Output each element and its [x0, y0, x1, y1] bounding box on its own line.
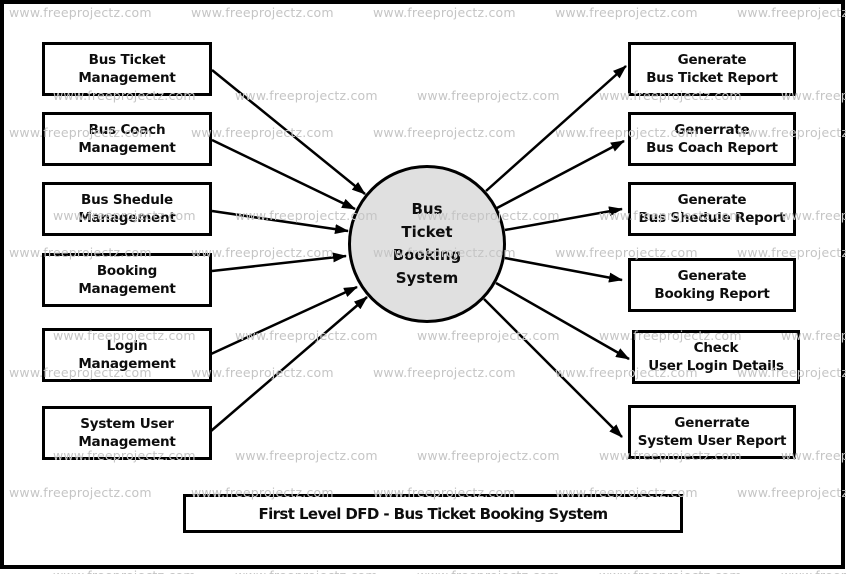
flow-arrow-bus-shedule-to-process	[211, 209, 349, 235]
entity-box-bus-ticket-management: Bus Ticket Management	[42, 42, 212, 96]
flow-arrow-process-to-bus-shedule-report	[504, 206, 623, 232]
entity-box-generrate-system-user-report: Generrate System User Report	[628, 405, 796, 459]
flow-arrow-system-user-to-process	[210, 296, 368, 432]
flow-arrow-process-to-bus-coach-report	[496, 139, 625, 210]
flow-arrow-bus-ticket-to-process	[211, 69, 366, 195]
flow-arrow-process-to-system-user-report	[483, 298, 623, 438]
flow-arrow-login-to-process	[210, 285, 358, 356]
flow-arrow-bus-coach-to-process	[211, 138, 356, 211]
entity-box-bus-coach-management: Bus Coach Management	[42, 112, 212, 166]
entity-box-system-user-management: System User Management	[42, 406, 212, 460]
entity-box-check-user-login-details: Check User Login Details	[632, 330, 800, 384]
entity-box-generrate-bus-coach-report: Generrate Bus Coach Report	[628, 112, 796, 166]
process-circle-bus-ticket-booking-system: Bus Ticket Booking System	[348, 165, 506, 323]
entity-box-generate-bus-shedule-report: Generate Bus Shedule Report	[628, 182, 796, 236]
entity-box-generate-booking-report: Generate Booking Report	[628, 258, 796, 312]
entity-box-bus-shedule-management: Bus Shedule Management	[42, 182, 212, 236]
entity-box-booking-management: Booking Management	[42, 253, 212, 307]
flow-arrow-process-to-booking-report	[504, 256, 623, 283]
diagram-caption: First Level DFD - Bus Ticket Booking Sys…	[183, 494, 683, 533]
flow-arrow-process-to-bus-ticket-report	[485, 65, 627, 192]
entity-box-login-management: Login Management	[42, 328, 212, 382]
flow-arrow-booking-to-process	[211, 252, 347, 273]
entity-box-generate-bus-ticket-report: Generate Bus Ticket Report	[628, 42, 796, 96]
flow-arrow-process-to-user-login-details	[495, 281, 630, 361]
